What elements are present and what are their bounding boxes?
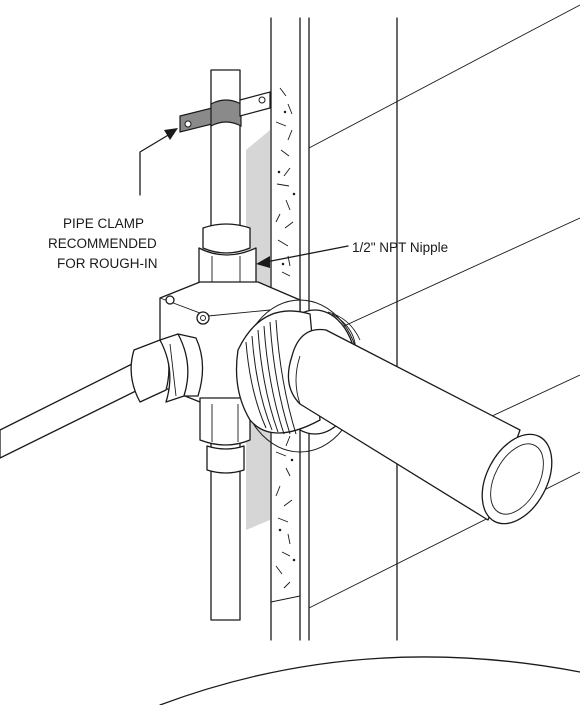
arrow-icon [256,245,349,268]
pipe-clamp-label-line1: PIPE CLAMP [63,216,144,231]
outlet-pipe [287,328,553,525]
nipple-label: 1/2" NPT Nipple [352,240,448,255]
arrow-icon [139,128,178,196]
tub-rim-arc [159,656,580,705]
pipe-clamp-label-line3: FOR ROUGH-IN [57,256,158,271]
pipe-clamp-label-line2: RECOMMENDED [48,236,157,251]
pipe-clamp [179,91,271,133]
lower-fitting [199,397,251,474]
left-inlet [0,333,204,459]
